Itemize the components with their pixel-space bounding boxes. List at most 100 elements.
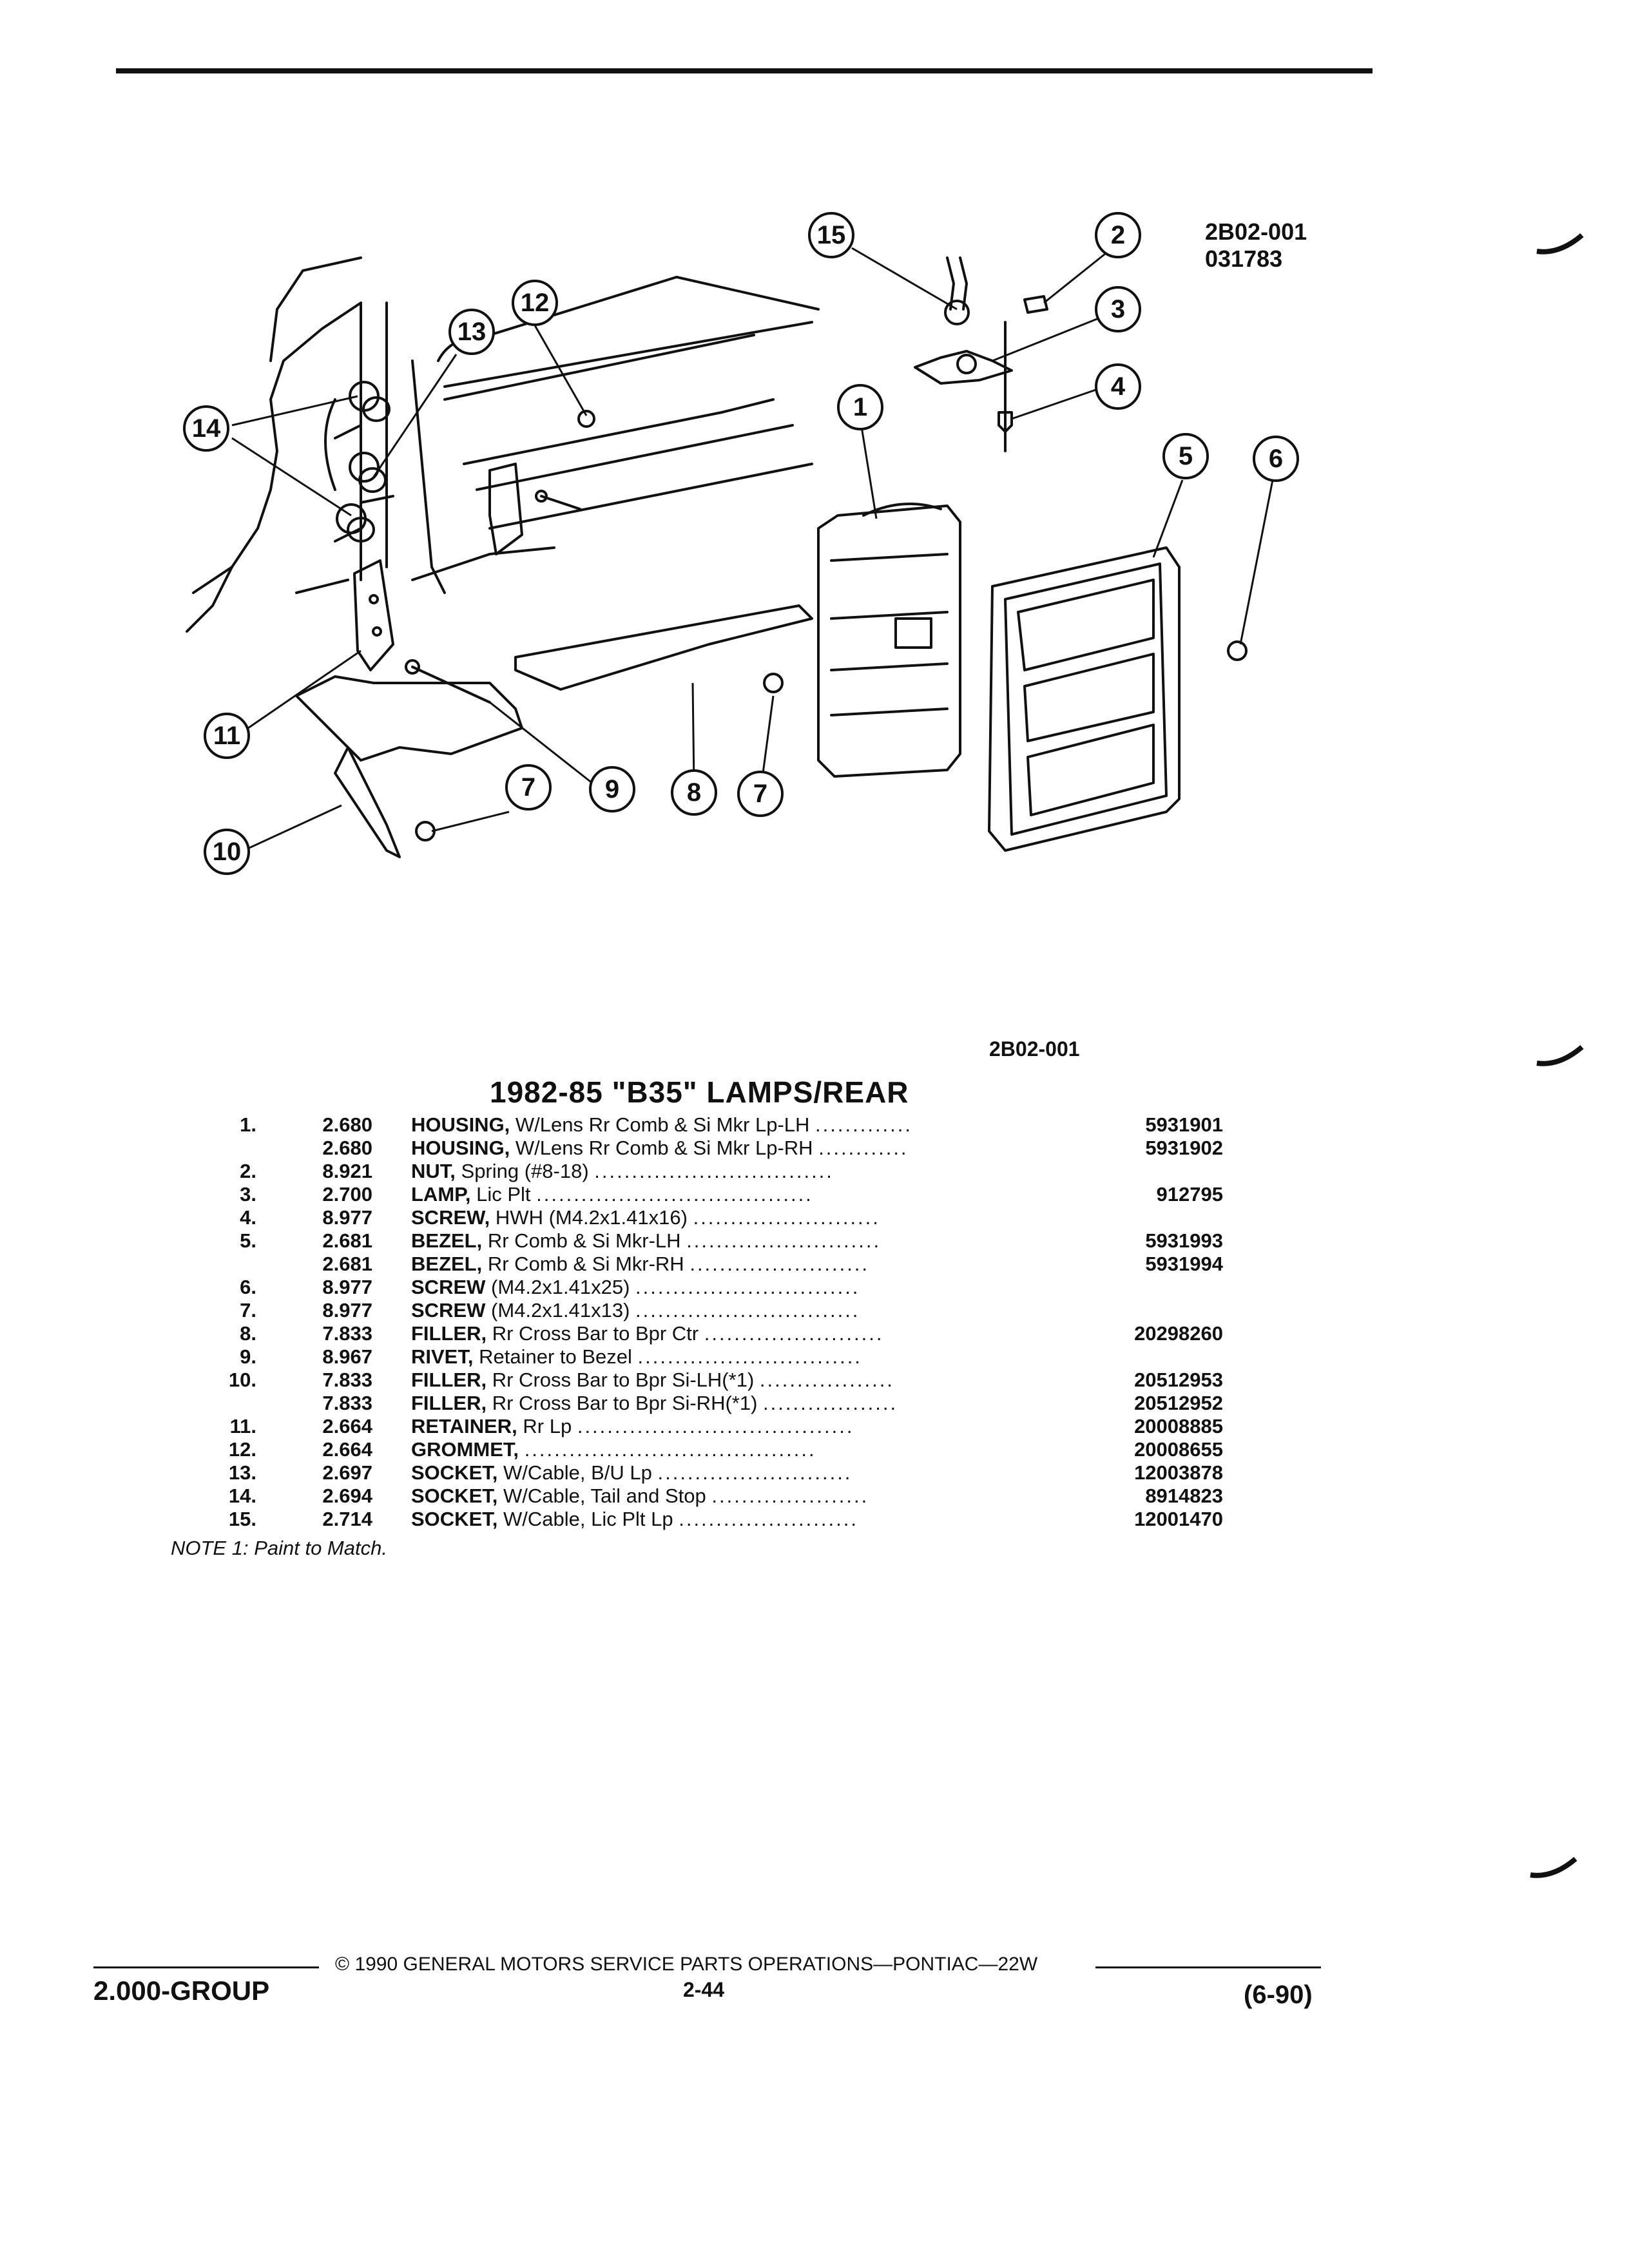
part-description: SCREW (M4.2x1.41x25) ...................…	[411, 1276, 1079, 1299]
item-number: 1.	[240, 1113, 256, 1136]
item-number: 5.	[240, 1229, 256, 1252]
callout-15: 15	[817, 221, 846, 249]
part-name: SOCKET,	[411, 1461, 498, 1484]
callout-7-left: 7	[521, 773, 535, 802]
part-detail: Spring (#8-18)	[461, 1160, 589, 1182]
part-name: GROMMET,	[411, 1438, 519, 1461]
item-number	[173, 1253, 269, 1276]
item-number: 2.	[240, 1160, 256, 1182]
part-description: HOUSING, W/Lens Rr Comb & Si Mkr Lp-RH .…	[411, 1137, 1079, 1160]
group-code: 2.664	[322, 1438, 372, 1461]
table-row: 7.833 FILLER, Rr Cross Bar to Bpr Si-RH(*…	[173, 1392, 1223, 1415]
leader-dots: .......................................	[524, 1438, 816, 1461]
part-number	[1079, 1345, 1223, 1369]
part-detail: Rr Comb & Si Mkr-RH	[487, 1253, 684, 1275]
grommet-part	[577, 410, 595, 428]
part-description: LAMP, Lic Plt ..........................…	[411, 1183, 1079, 1206]
item-number: 13.	[228, 1461, 256, 1484]
part-description: SOCKET, W/Cable, Lic Plt Lp ............…	[411, 1508, 1079, 1531]
part-detail: W/Lens Rr Comb & Si Mkr Lp-RH	[515, 1137, 813, 1159]
table-row: 2.681 BEZEL, Rr Comb & Si Mkr-RH ........…	[173, 1253, 1223, 1276]
group-code: 2.681	[322, 1253, 372, 1275]
screw-part	[1227, 640, 1248, 661]
part-description: FILLER, Rr Cross Bar to Bpr Si-LH(*1) ..…	[411, 1369, 1079, 1392]
part-detail: (M4.2x1.41x13)	[491, 1299, 630, 1321]
part-detail: Rr Cross Bar to Bpr Si-LH(*1)	[492, 1369, 755, 1391]
part-description: SOCKET, W/Cable, B/U Lp ................…	[411, 1461, 1079, 1485]
item-number: 9.	[240, 1345, 256, 1368]
part-detail: Rr Cross Bar to Bpr Ctr	[492, 1322, 699, 1345]
callout-13: 13	[458, 318, 487, 346]
part-detail: W/Cable, B/U Lp	[503, 1461, 652, 1484]
part-description: GROMMET, ...............................…	[411, 1438, 1079, 1461]
footer-rule-left	[93, 1966, 319, 1968]
group-code: 2.714	[322, 1508, 372, 1530]
part-detail: Rr Lp	[523, 1415, 572, 1437]
part-description: BEZEL, Rr Comb & Si Mkr-RH .............…	[411, 1253, 1079, 1276]
group-code: 8.967	[322, 1345, 372, 1368]
part-name: RIVET,	[411, 1345, 474, 1368]
table-row: 1. 2.680 HOUSING, W/Lens Rr Comb & Si Mkr …	[173, 1113, 1223, 1137]
leader-dots: ..................	[759, 1369, 894, 1391]
callout-3: 3	[1111, 295, 1125, 323]
part-detail: Rr Cross Bar to Bpr Si-RH(*1)	[492, 1392, 758, 1414]
part-description: RIVET, Retainer to Bezel ...............…	[411, 1345, 1079, 1369]
callout-12: 12	[521, 289, 550, 317]
leader-dots: ........................	[704, 1322, 884, 1345]
part-number: 12003878	[1134, 1461, 1223, 1484]
part-name: HOUSING,	[411, 1113, 510, 1136]
item-number: 4.	[240, 1206, 256, 1229]
part-detail: W/Lens Rr Comb & Si Mkr Lp-LH	[515, 1113, 810, 1136]
part-description: NUT, Spring (#8-18) ....................…	[411, 1160, 1079, 1183]
group-code: 8.921	[322, 1160, 372, 1182]
leader-dots: ........................	[679, 1508, 858, 1530]
part-name: SOCKET,	[411, 1485, 498, 1507]
part-detail: (M4.2x1.41x25)	[491, 1276, 630, 1298]
license-lamp-assembly	[914, 256, 1048, 452]
part-number: 20298260	[1134, 1322, 1223, 1345]
group-code: 8.977	[322, 1276, 372, 1298]
item-number: 12.	[228, 1438, 256, 1461]
group-code: 2.681	[322, 1229, 372, 1252]
part-number	[1079, 1206, 1223, 1229]
figure-code-top: 2B02-001	[1205, 218, 1307, 245]
part-number: 20512952	[1134, 1392, 1223, 1414]
part-description: SCREW (M4.2x1.41x13) ...................…	[411, 1299, 1079, 1322]
group-code: 8.977	[322, 1206, 372, 1229]
part-detail: Lic Plt	[476, 1183, 531, 1206]
leader-dots: .....................................	[536, 1183, 813, 1206]
top-rule	[116, 68, 1373, 73]
part-name: SCREW,	[411, 1206, 490, 1229]
table-row: 2. 8.921 NUT, Spring (#8-18) .............…	[173, 1160, 1223, 1183]
footnote: NOTE 1: Paint to Match.	[171, 1537, 387, 1559]
callout-4: 4	[1111, 372, 1126, 401]
side-filler-part	[295, 675, 523, 858]
part-name: FILLER,	[411, 1392, 487, 1414]
part-number	[1079, 1160, 1223, 1183]
callout-5: 5	[1179, 442, 1193, 470]
group-code: 2.697	[322, 1461, 372, 1484]
callout-10: 10	[213, 838, 242, 866]
part-name: SCREW	[411, 1276, 486, 1298]
group-code: 2.680	[322, 1113, 372, 1136]
group-code: 8.977	[322, 1299, 372, 1321]
callout-6: 6	[1269, 445, 1283, 473]
callout-9: 9	[605, 775, 619, 803]
retainer-part	[353, 559, 394, 671]
leader-dots: .....................	[711, 1485, 869, 1507]
page-number: 2-44	[683, 1978, 725, 2001]
part-number: 20512953	[1134, 1369, 1223, 1391]
leader-dots: ............	[818, 1137, 909, 1159]
callout-14: 14	[192, 414, 221, 443]
part-description: SOCKET, W/Cable, Tail and Stop .........…	[411, 1485, 1079, 1508]
part-name: BEZEL,	[411, 1253, 483, 1275]
group-code: 2.700	[322, 1183, 372, 1206]
binder-mark-icon	[1536, 233, 1584, 255]
group-code: 7.833	[322, 1392, 372, 1414]
item-number: 14.	[228, 1485, 256, 1507]
